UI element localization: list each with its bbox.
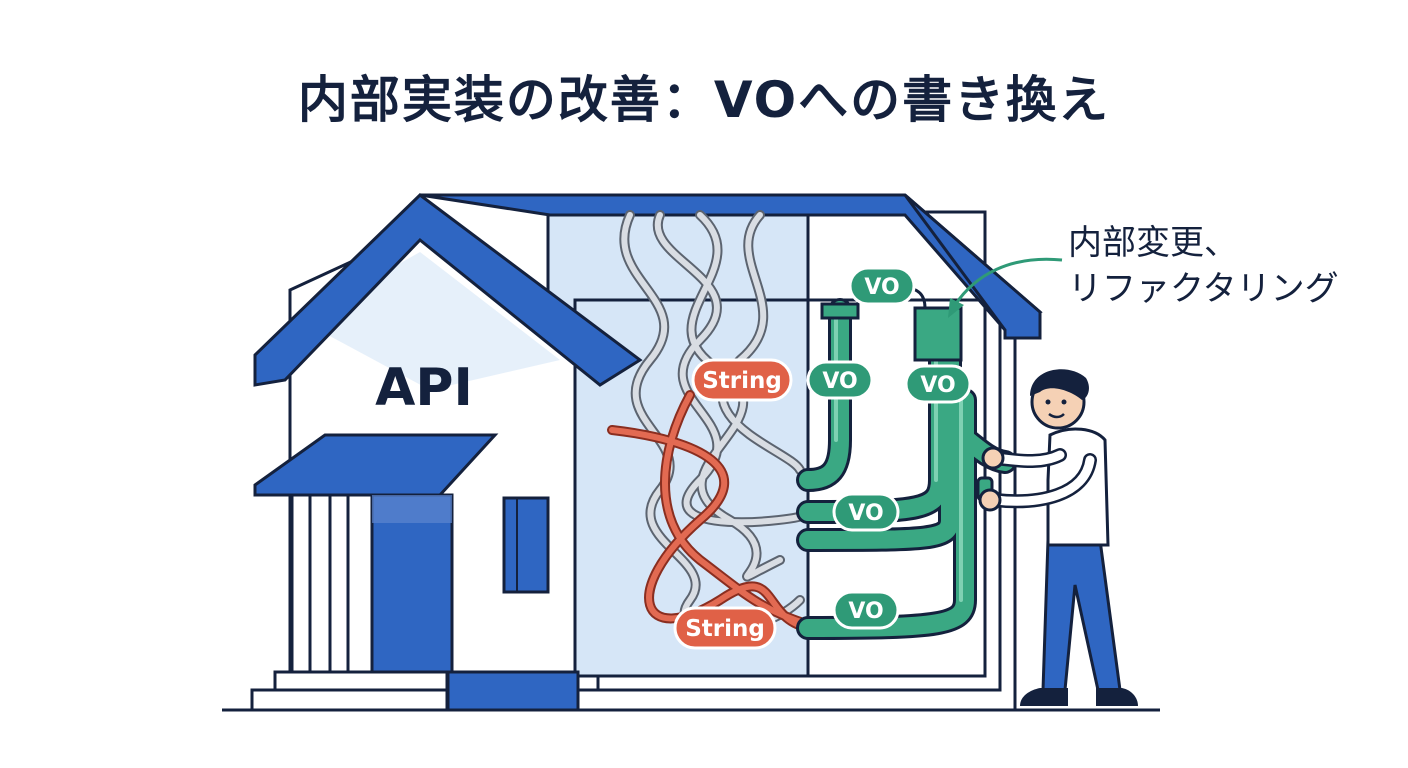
porch-step [273, 670, 449, 692]
string-tag: String [673, 606, 777, 650]
porch-awning [253, 433, 499, 497]
svg-text:VO: VO [920, 373, 955, 398]
vo-tag: VO [848, 266, 916, 306]
engineer-figure [976, 369, 1138, 706]
svg-text:VO: VO [864, 275, 899, 300]
window [502, 496, 550, 594]
svg-text:String: String [702, 368, 782, 394]
porch-step [250, 688, 449, 712]
vo-tag: VO [904, 364, 972, 404]
svg-text:VO: VO [848, 599, 883, 624]
vo-tag: VO [832, 492, 900, 532]
tangled-wires [607, 210, 815, 635]
svg-text:VO: VO [822, 369, 857, 394]
porch-pillar [290, 493, 312, 677]
callout-arrow [953, 257, 1063, 306]
vo-tag: VO [832, 590, 900, 630]
callout-line-1: 内部変更、 [1068, 223, 1238, 263]
svg-text:String: String [685, 616, 765, 642]
page-title: 内部実装の改善：VOへの書き換え [297, 71, 1111, 129]
vo-junction-box [913, 306, 963, 362]
porch-pillar [328, 493, 350, 677]
api-label: API [375, 358, 473, 418]
svg-text:VO: VO [848, 501, 883, 526]
callout-line-2: リファクタリング [1068, 269, 1339, 309]
string-tag: String [691, 358, 793, 402]
vo-tag: VO [806, 360, 874, 400]
roof-left [253, 193, 643, 387]
porch [250, 433, 580, 712]
